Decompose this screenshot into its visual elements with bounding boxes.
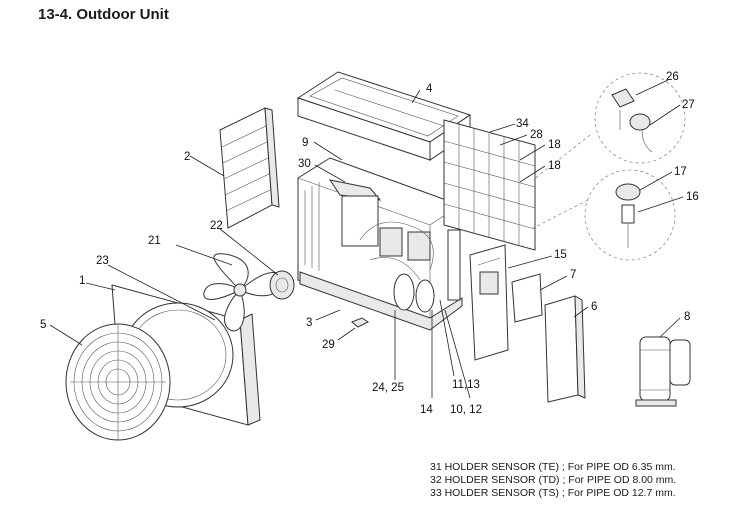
callout-6: 6 [591, 301, 597, 313]
callout-5: 5 [40, 319, 46, 331]
callout-18b: 18 [548, 160, 561, 172]
callout-24-25: 24, 25 [372, 382, 404, 394]
note-line-32: 32 HOLDER SENSOR (TD) ; For PIPE OD 8.00… [430, 474, 677, 486]
fan-guard-part [65, 323, 171, 441]
compressor-part [635, 336, 691, 407]
callout-27: 27 [682, 99, 695, 111]
callout-10-12: 10, 12 [450, 404, 482, 416]
note-line-31: 31 HOLDER SENSOR (TE) ; For PIPE OD 6.35… [430, 461, 676, 473]
rear-grille-part [443, 119, 536, 251]
leader-lines [49, 79, 684, 399]
control-cover-part [469, 244, 509, 361]
callout-22: 22 [210, 220, 223, 232]
note-line-33: 33 HOLDER SENSOR (TS) ; For PIPE OD 12.7… [430, 487, 676, 499]
callout-9: 9 [302, 137, 308, 149]
callout-30: 30 [298, 158, 311, 170]
callout-26: 26 [666, 71, 679, 83]
callout-11-13: 11,13 [452, 379, 480, 391]
callout-2: 2 [184, 151, 190, 163]
side-grille-part [219, 107, 280, 229]
cabinet-frame-part [297, 157, 463, 331]
callout-18a: 18 [548, 139, 561, 151]
callout-1: 1 [79, 275, 85, 287]
sensor-part-29 [351, 317, 369, 328]
callout-34: 34 [516, 118, 529, 130]
callout-17: 17 [674, 166, 687, 178]
callout-14: 14 [420, 404, 433, 416]
callout-15: 15 [554, 249, 567, 261]
callout-23: 23 [96, 255, 109, 267]
callout-7: 7 [570, 269, 576, 281]
callout-28: 28 [530, 129, 543, 141]
callout-3: 3 [306, 317, 312, 329]
valve-detail-circle [594, 72, 686, 164]
callout-21: 21 [148, 235, 161, 247]
valve-cover-part [544, 295, 586, 403]
callout-29: 29 [322, 339, 335, 351]
callout-16: 16 [686, 191, 699, 203]
callout-8: 8 [684, 311, 690, 323]
sensor-detail-circle [584, 169, 676, 261]
callout-labels: 4 2 9 30 34 28 18 18 26 27 17 16 15 7 6 … [40, 71, 699, 416]
page-title: 13-4. Outdoor Unit [38, 6, 169, 23]
bracket-part-7 [511, 273, 543, 323]
fan-motor-part [269, 270, 295, 300]
callout-4: 4 [426, 83, 433, 95]
